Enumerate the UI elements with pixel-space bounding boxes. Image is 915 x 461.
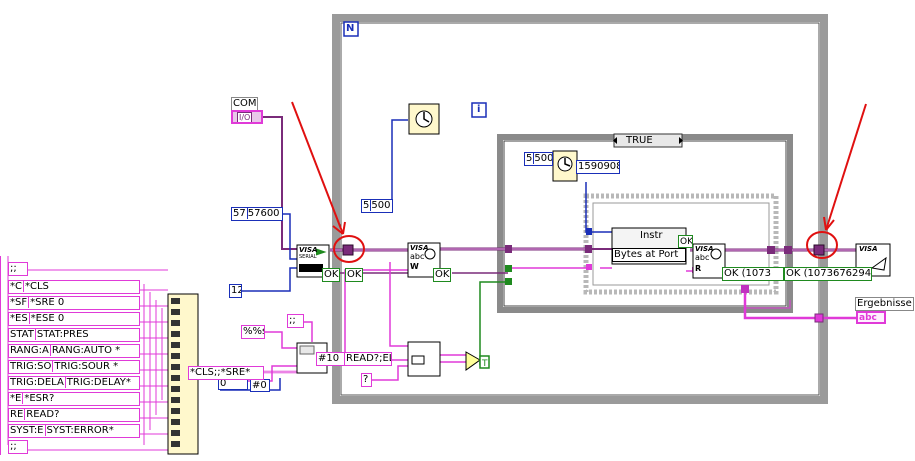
command-short-label: STAT	[10, 329, 36, 340]
command-short-label: *E	[10, 393, 24, 404]
format-string-constant[interactable]: %%s	[241, 325, 265, 339]
databits-constant[interactable]: 12	[229, 284, 242, 298]
command-short-label: SYST:E	[10, 425, 46, 436]
command-full-label: *SRE 0	[30, 297, 65, 308]
read-el-indicator: READ?;EL	[344, 352, 392, 366]
io-label: I/O	[237, 112, 253, 122]
command-full-label: *CLS	[24, 281, 49, 292]
shift-register-left[interactable]	[342, 244, 354, 256]
command-short-label: ;;	[10, 441, 17, 452]
command-short-label: *C	[10, 281, 24, 292]
visa-read-label: VISA	[695, 245, 714, 253]
write-ok-indicator: OK	[433, 268, 451, 282]
visa-write-label: VISA	[410, 244, 429, 252]
hash-zero-indicator: #0	[250, 379, 270, 392]
visa-serial-label: VISA	[299, 246, 318, 254]
command-string-constant[interactable]: ;;	[8, 262, 28, 276]
command-short-label: TRIG:DELA	[10, 377, 66, 388]
red-annotation-right	[806, 103, 867, 259]
visa-close-label: VISA	[859, 245, 878, 253]
ergebnisse-indicator: abc	[856, 311, 886, 324]
command-string-constant[interactable]: ;;	[8, 440, 28, 454]
serial-sublabel: SERIAL	[299, 254, 317, 260]
write-abc-label: abc	[410, 252, 425, 261]
bytes-at-port-item[interactable]: Bytes at Port	[612, 248, 686, 262]
read-ok-indicator-2: OK (1073676294)	[784, 267, 872, 281]
red-annotation-left	[291, 101, 365, 263]
equal-node[interactable]	[465, 351, 481, 371]
command-string-constant[interactable]: *SF*SRE 0	[8, 296, 140, 310]
command-full-label: *ESE 0	[30, 313, 65, 324]
com-refnum-control[interactable]: I/O	[231, 110, 263, 124]
baud-wire	[283, 213, 300, 260]
command-short-label: TRIG:SO	[10, 361, 54, 372]
property-ok-indicator: OK	[678, 235, 693, 248]
loop-ok-indicator: OK	[345, 268, 363, 282]
ergebnisse-label: Ergebnisse	[855, 297, 914, 311]
query-string-constant[interactable]: ?	[361, 373, 372, 387]
command-short-label: RE	[10, 409, 26, 420]
svg-text:T: T	[481, 359, 488, 369]
shift-register-right[interactable]	[813, 244, 825, 256]
command-full-label: TRIG:SOUR *	[54, 361, 119, 372]
command-short-label: *SF	[10, 297, 30, 308]
separator-constant[interactable]: ;;	[287, 314, 304, 328]
concat-output-indicator: *CLS;;*SRE*	[188, 366, 264, 380]
read-abc-label: abc	[695, 253, 710, 262]
read-ok-indicator-1: OK (1073	[722, 267, 784, 281]
command-full-label: RANG:AUTO *	[51, 345, 121, 356]
timeout-wire	[391, 119, 408, 204]
format-output-indicator: #10	[316, 352, 346, 366]
command-string-constant[interactable]: *E*ESR?	[8, 392, 140, 406]
tick-count-indicator: 1590908	[576, 160, 620, 174]
command-string-constant[interactable]: *C*CLS	[8, 280, 140, 294]
iteration-terminal[interactable]	[471, 102, 487, 118]
case-selector-label[interactable]: TRUE	[626, 135, 653, 146]
command-full-label: SYST:ERROR*	[46, 425, 114, 436]
write-w-label: W	[410, 262, 419, 271]
iteration-label: i	[477, 104, 481, 115]
instr-label: Instr	[640, 230, 663, 241]
boolean-indicator[interactable]	[479, 355, 490, 369]
command-short-label: *ES	[10, 313, 30, 324]
command-full-label: STAT:PRES	[36, 329, 89, 340]
read-r-label: R	[695, 264, 702, 273]
command-full-label: READ?	[26, 409, 60, 420]
serial-ok-indicator: OK	[322, 268, 340, 282]
databits-wire	[241, 267, 300, 292]
command-string-constant[interactable]: *ES*ESE 0	[8, 312, 140, 326]
command-full-label: TRIG:DELAY*	[66, 377, 131, 388]
loop-count-label: N	[346, 23, 355, 34]
com-label: COM	[231, 97, 259, 111]
visa-read-node[interactable]	[692, 243, 726, 279]
timeout-constant[interactable]: 55000500	[361, 199, 393, 213]
loop-count-terminal[interactable]	[343, 21, 359, 37]
command-short-label: ;;	[10, 263, 17, 274]
com-refnum-wire	[262, 116, 300, 250]
command-short-label: RANG:A	[10, 345, 51, 356]
command-full-label: *ESR?	[24, 393, 55, 404]
